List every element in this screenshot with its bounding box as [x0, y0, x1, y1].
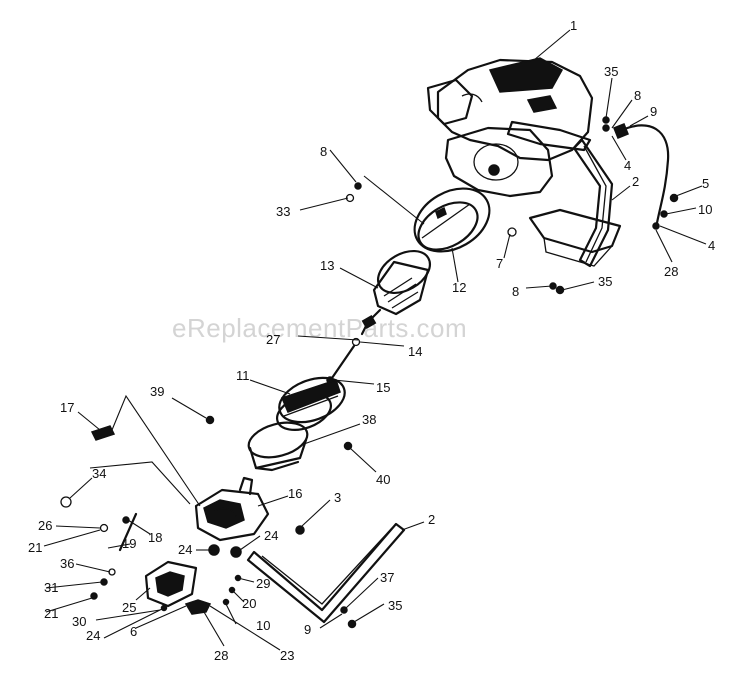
breaker-part	[295, 525, 305, 535]
callout-3: 3	[334, 490, 341, 505]
callout-8: 8	[512, 284, 519, 299]
callout-24: 24	[178, 542, 192, 557]
callout-21: 21	[28, 540, 42, 555]
end-cover-part	[194, 476, 270, 542]
leader-lines	[43, 29, 707, 651]
callout-11: 11	[236, 368, 250, 383]
callout-9: 9	[650, 104, 657, 119]
callout-38: 38	[362, 412, 376, 427]
callout-7: 7	[496, 256, 503, 271]
bearing-carrier-part	[247, 421, 309, 472]
callout-29: 29	[256, 576, 270, 591]
callout-35: 35	[604, 64, 618, 79]
callout-26: 26	[38, 518, 52, 533]
control-box-part	[144, 560, 198, 608]
nut-part	[652, 222, 660, 230]
label-part	[90, 425, 116, 441]
callout-34: 34	[92, 466, 106, 481]
callout-6: 6	[130, 624, 137, 639]
callout-20: 20	[242, 596, 256, 611]
callout-25: 25	[122, 600, 136, 615]
stud-part	[330, 344, 356, 380]
callout-15: 15	[376, 380, 390, 395]
callout-5: 5	[702, 176, 709, 191]
through-bolt-part	[297, 335, 359, 341]
callout-14: 14	[408, 344, 422, 359]
callout-16: 16	[288, 486, 302, 501]
callout-9: 9	[304, 622, 311, 637]
receptacle-part	[230, 546, 242, 558]
screw-part	[118, 512, 138, 552]
washer-part	[351, 337, 361, 347]
callout-36: 36	[60, 556, 74, 571]
callout-40: 40	[376, 472, 390, 487]
stator-part	[276, 376, 346, 431]
upper-belt-part	[572, 138, 614, 268]
callout-28: 28	[214, 648, 228, 663]
lower-belt-part	[246, 522, 406, 624]
callout-23: 23	[280, 648, 294, 663]
callout-21: 21	[44, 606, 58, 621]
bracket-part	[528, 208, 622, 267]
callout-4: 4	[708, 238, 715, 253]
callout-27: 27	[266, 332, 280, 347]
washer-part	[340, 606, 348, 614]
bolt-part	[343, 441, 353, 451]
callout-30: 30	[72, 614, 86, 629]
callout-17: 17	[60, 400, 74, 415]
callout-8: 8	[320, 144, 327, 159]
callout-18: 18	[148, 530, 162, 545]
callout-31: 31	[44, 580, 58, 595]
callout-labels: 1 35 8 9 4 2 5 10 4 28 7 8 35 8 33 12 13…	[28, 18, 715, 663]
callout-39: 39	[150, 384, 164, 399]
callout-4: 4	[624, 158, 631, 173]
callout-19: 19	[122, 536, 136, 551]
washer-part	[602, 124, 610, 132]
engine-part	[426, 57, 594, 198]
watermark: eReplacementParts.com	[172, 313, 467, 343]
grommet-part	[60, 496, 72, 508]
callout-35: 35	[388, 598, 402, 613]
washer-part	[354, 182, 362, 190]
screw-part	[669, 193, 679, 203]
callout-33: 33	[276, 204, 290, 219]
callout-1: 1	[570, 18, 577, 33]
adapter-ring-part	[413, 187, 491, 253]
nut-part	[222, 598, 230, 606]
callout-13: 13	[320, 258, 334, 273]
callout-24: 24	[86, 628, 100, 643]
callout-10: 10	[256, 618, 270, 633]
callout-37: 37	[380, 570, 394, 585]
callout-2: 2	[428, 512, 435, 527]
callout-2: 2	[632, 174, 639, 189]
callout-28: 28	[664, 264, 678, 279]
bolt-part	[507, 227, 517, 237]
rotor-part	[360, 249, 431, 336]
washer-part	[99, 523, 109, 533]
callout-35: 35	[598, 274, 612, 289]
bolt-part	[205, 415, 215, 425]
receptacle-part	[184, 599, 212, 615]
callout-24: 24	[264, 528, 278, 543]
callout-10: 10	[698, 202, 712, 217]
nut-part	[347, 619, 357, 629]
connector-part	[613, 123, 629, 139]
callout-8: 8	[634, 88, 641, 103]
nut-part	[90, 592, 98, 600]
wire-harness-part	[620, 124, 670, 230]
callout-12: 12	[452, 280, 466, 295]
